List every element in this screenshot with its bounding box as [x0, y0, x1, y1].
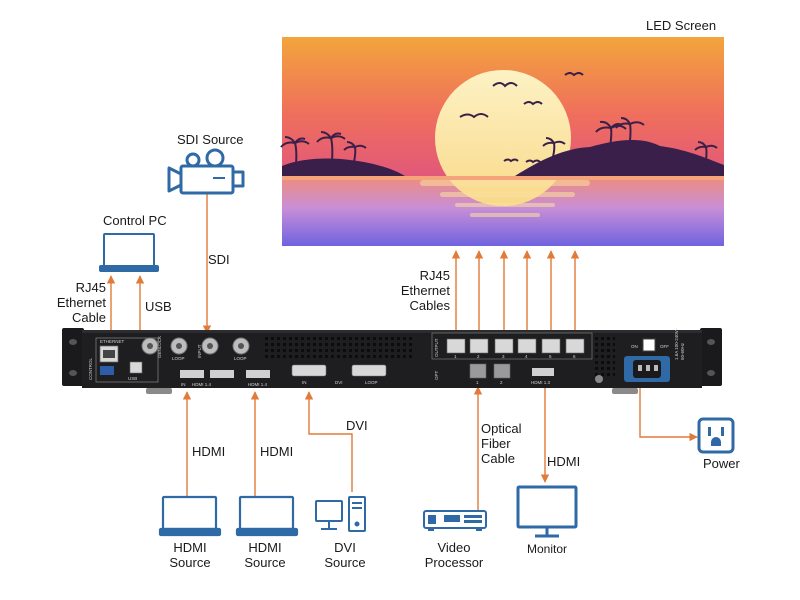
panel-off-text: OFF — [660, 344, 669, 349]
rj45-ethernet-cable-label: RJ45 Ethernet Cable — [56, 280, 106, 325]
camera-icon — [167, 148, 245, 195]
power-label: Power — [703, 456, 740, 471]
panel-input-text: INPUT — [197, 344, 202, 358]
panel-dvi-text: DVI — [335, 380, 343, 385]
panel-hdmi13-text: HDMI 1.3 — [531, 380, 551, 385]
panel-dvi-loop-text: LOOP — [365, 380, 378, 385]
panel-port-3: 3 — [502, 354, 505, 359]
panel-dvi-in-text: IN — [302, 380, 307, 385]
monitor-label: Monitor — [526, 542, 567, 556]
panel-port-6: 6 — [573, 354, 576, 359]
panel-hdmi14b-text: HDMI 1.4 — [248, 382, 268, 387]
video-processor-label: Video Processor — [424, 540, 484, 570]
right-island — [515, 139, 724, 176]
usb-label: USB — [145, 299, 172, 314]
panel-power-rating-1: 1.6A 100-240V~ — [674, 327, 679, 360]
rj45-ethernet-cables-label: RJ45 Ethernet Cables — [400, 268, 450, 313]
panel-control-text: CONTROL — [88, 358, 93, 380]
panel-hdmi14a-text: HDMI 1.4 — [192, 382, 212, 387]
laptop-icon — [99, 233, 159, 272]
sdi-label: SDI — [208, 252, 230, 267]
optical-ports — [469, 363, 511, 379]
panel-on-text: ON — [631, 344, 638, 349]
power-line — [639, 380, 698, 442]
panel-port-5: 5 — [549, 354, 552, 359]
laptop-icon-hdmi-source-2 — [235, 495, 299, 537]
birds — [459, 72, 584, 164]
panel-genlock-text: GENLOCK — [157, 336, 162, 358]
panel-opt-port-2: 2 — [500, 380, 503, 385]
panel-loop-text-1: LOOP — [172, 356, 185, 361]
power-outlet-icon — [697, 417, 735, 454]
panel-output-text: OUTPUT — [434, 338, 439, 357]
hdmi-input-ports — [180, 370, 270, 378]
connection-lines — [106, 193, 698, 510]
led-screen-label: LED Screen — [646, 18, 717, 33]
panel-ethernet-text: ETHERNET — [100, 339, 125, 344]
dvi-source-label: DVI Source — [324, 540, 366, 570]
hdmi-source-1-label: HDMI Source — [169, 540, 211, 570]
hdmi-label-2: HDMI — [260, 444, 294, 459]
control-pc-label: Control PC — [103, 213, 167, 228]
dvi-label: DVI — [346, 418, 368, 433]
laptop-icon-hdmi-source-1 — [158, 495, 222, 537]
left-palms — [280, 131, 367, 166]
output-ethernet-ports — [446, 338, 585, 354]
dvi-input-line — [304, 391, 353, 492]
panel-opt-port-1: 1 — [476, 380, 479, 385]
panel-port-2: 2 — [477, 354, 480, 359]
panel-loop-text-2: LOOP — [234, 356, 247, 361]
hdmi-output-label: HDMI — [547, 454, 581, 469]
panel-power-rating-2: 50-60Hz — [680, 342, 685, 360]
left-island — [282, 158, 405, 176]
desktop-computer-icon — [315, 496, 366, 532]
usb-a-port — [100, 366, 114, 375]
panel-port-1: 1 — [454, 354, 457, 359]
optical-fiber-cable-label: Optical Fiber Cable — [481, 421, 522, 466]
video-processor-device — [62, 328, 722, 394]
right-palms — [542, 117, 718, 161]
usb-b-port — [129, 361, 143, 374]
hdmi-source-2-label: HDMI Source — [244, 540, 286, 570]
led-screen — [280, 37, 724, 246]
bnc-connectors — [141, 337, 250, 355]
panel-port-4: 4 — [525, 354, 528, 359]
monitor-icon — [516, 485, 578, 538]
panel-usb-text: USB — [128, 376, 137, 381]
sdi-source-label: SDI Source — [177, 132, 244, 147]
dvi-ports — [291, 364, 387, 377]
video-processor-icon — [423, 510, 487, 531]
hdmi-output-port — [532, 368, 554, 376]
panel-opt-text: OPT — [434, 370, 439, 380]
hdmi-label-1: HDMI — [192, 444, 226, 459]
panel-in-text: IN — [181, 382, 186, 387]
